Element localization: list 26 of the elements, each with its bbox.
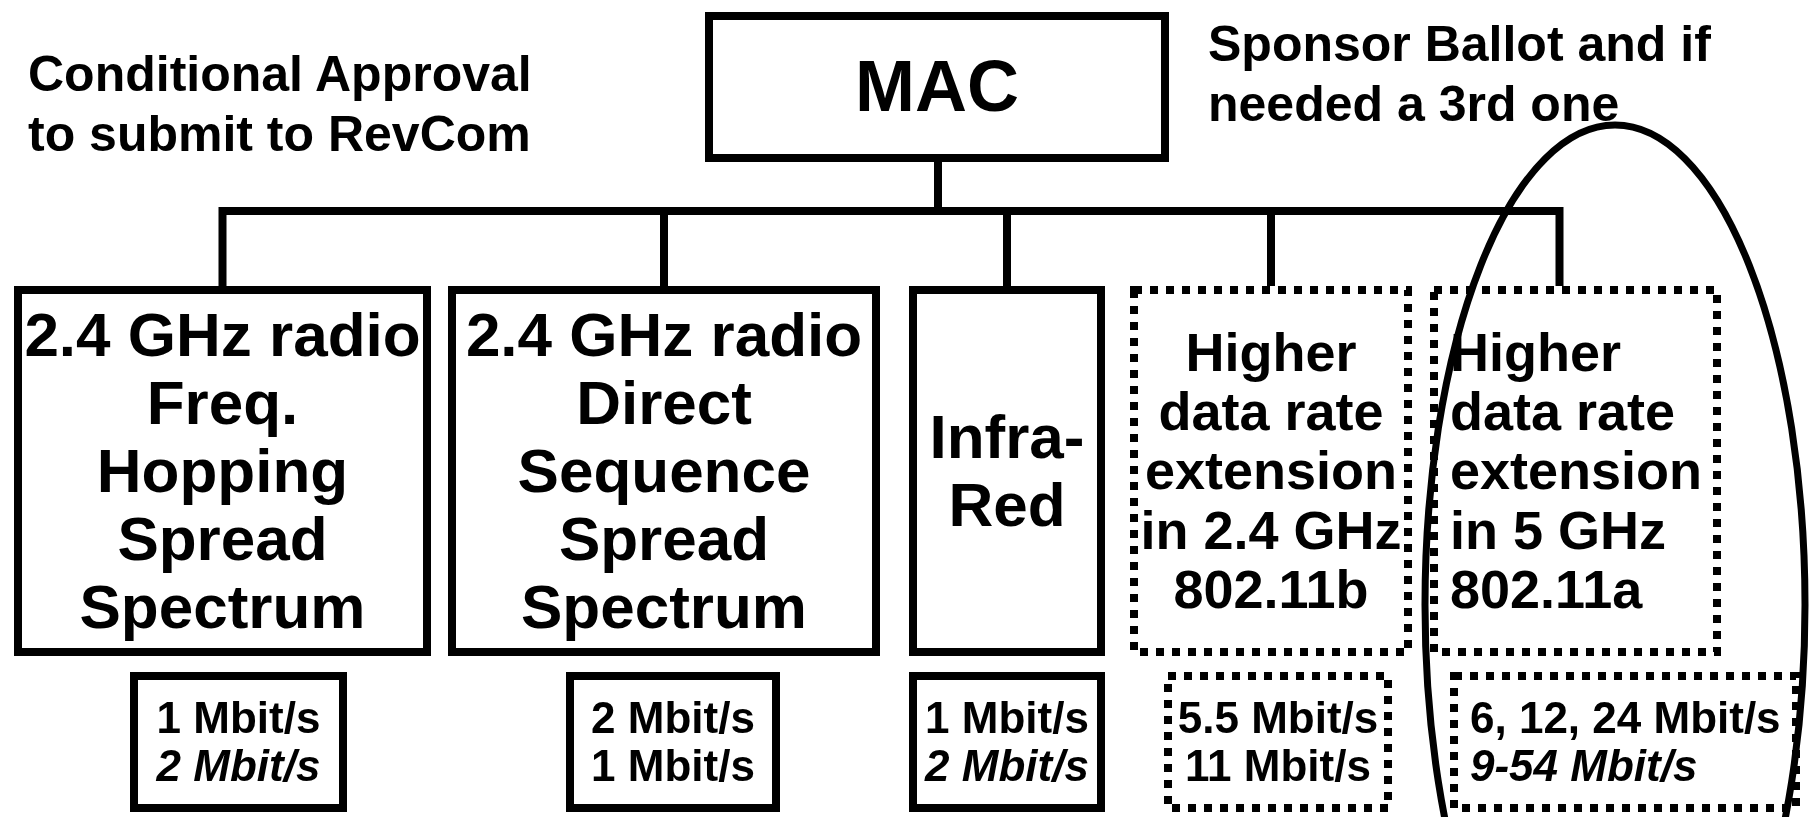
category-box <box>1430 286 1721 656</box>
category-box <box>1130 286 1412 656</box>
rate-box <box>909 672 1105 812</box>
box-text: 1 Mbit/s <box>590 742 756 791</box>
box-text: 2 Mbit/s <box>155 742 322 791</box>
box-text: 9-54 Mbit/s <box>1470 742 1699 791</box>
box-text: 1 Mbit/s <box>924 693 1090 742</box>
box-text: 2.4 GHz radio Direct Sequence Spread Spectrum <box>464 300 864 642</box>
box-text: 5.5 Mbit/s <box>1176 693 1380 742</box>
note-text: Sponsor Ballot and if needed a 3rd one <box>1208 15 1712 134</box>
box-text: Infra- Red <box>928 402 1086 540</box>
rate-box <box>1164 672 1392 812</box>
box-text: 11 Mbit/s <box>1184 742 1372 791</box>
box-text: 1 Mbit/s <box>155 693 322 742</box>
rate-box <box>1450 672 1800 812</box>
rate-box <box>566 672 780 812</box>
box-text: 2.4 GHz radio Freq. Hopping Spread Spectrum <box>23 300 422 642</box>
note-text: Conditional Approval to submit to RevCom <box>28 45 533 164</box>
box-text: MAC <box>854 47 1020 127</box>
category-box <box>909 286 1105 656</box>
box-text: 2 Mbit/s <box>590 693 756 742</box>
rate-box <box>130 672 347 812</box>
category-box <box>705 12 1169 162</box>
box-text: Higher data rate extension in 2.4 GHz 802.11b <box>1139 322 1403 620</box>
box-text: 6, 12, 24 Mbit/s <box>1470 693 1782 742</box>
box-text: 2 Mbit/s <box>923 742 1090 791</box>
